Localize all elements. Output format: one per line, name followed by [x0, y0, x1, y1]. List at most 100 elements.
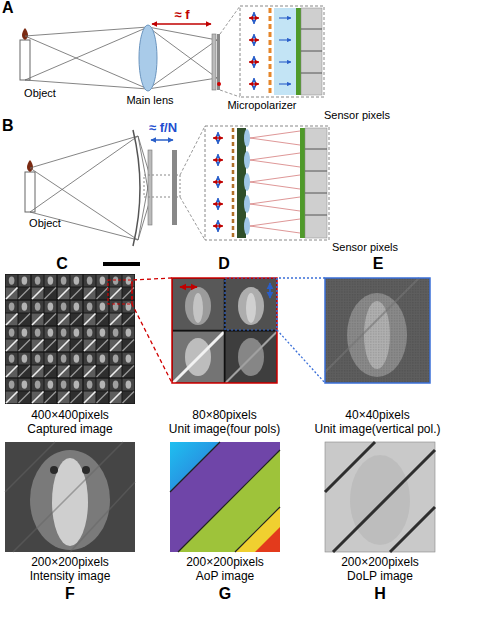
part-b-optics: [148, 150, 152, 225]
part-b-optics: [213, 220, 223, 232]
zoom-connector: [132, 278, 172, 383]
part-b-optics: [244, 129, 250, 147]
caption-text: Unit image(four pols): [142, 422, 307, 436]
part-b-optics: [250, 219, 300, 226]
aop-image: [170, 442, 280, 552]
part-a-optics: [301, 73, 322, 74]
unit-image: [226, 332, 277, 383]
part-b-optics: [30, 136, 150, 200]
unit-image: [246, 293, 256, 323]
scale-bar: [103, 262, 140, 266]
unit-image: [180, 286, 197, 288]
part-b-optics: [25, 172, 35, 212]
caption-text: 200×200pixels: [295, 555, 465, 569]
unit-image: [269, 283, 271, 298]
part-b-optics: [232, 128, 235, 238]
part-b-optics: [250, 160, 300, 167]
part-b-optics: [27, 160, 33, 172]
panel-letter: A: [2, 0, 14, 16]
dolp-image: [325, 442, 435, 552]
part-a-optics: [25, 27, 217, 89]
caption-text: 80×80pixels: [142, 408, 307, 422]
image-panel: 80×80pixelsUnit image(four pols): [172, 278, 277, 436]
part-b-optics: [305, 149, 327, 215]
part-a-optics: [25, 40, 217, 89]
caption-text: 200×200pixels: [0, 555, 165, 569]
image-panel: 200×200pixelsIntensity image: [5, 442, 135, 583]
part-b-optics: [305, 215, 327, 216]
part-a-optics: [249, 12, 259, 24]
part-b-optics: [250, 197, 300, 204]
part-a-optics: [217, 82, 221, 86]
intensity-image: [13, 442, 123, 552]
caption-text: 40×40pixels: [295, 408, 460, 422]
vertical-pol-image: [325, 278, 430, 383]
part-a-optics: [279, 83, 291, 84]
part-b-optics: [300, 128, 305, 238]
part-label: Micropolarizer: [227, 100, 296, 111]
intensity-image: [5, 442, 135, 552]
caption-text: Unit image(vertical pol.): [295, 422, 460, 436]
part-a-optics: [220, 6, 240, 34]
part-a-optics: [212, 34, 216, 90]
part-a-optics: [249, 78, 259, 90]
object-label: Object: [29, 218, 61, 229]
part-b-optics: [213, 176, 223, 188]
part-b-optics: [30, 176, 150, 240]
part-a-optics: [22, 28, 28, 40]
part-b-optics: [25, 126, 329, 246]
unit-image: [173, 279, 224, 330]
part-b-optics: [250, 153, 300, 160]
aop-image: [170, 442, 280, 552]
vertical-pol-image: [325, 278, 430, 383]
part-a-optics: [217, 34, 220, 90]
captured-image: [5, 262, 140, 404]
part-b-optics: [305, 128, 327, 238]
part-a-optics: [296, 8, 301, 95]
part-a-optics: [301, 8, 322, 95]
aop-image: [170, 442, 280, 552]
dolp-image: [333, 450, 435, 552]
zoom-box: [108, 280, 132, 304]
unit-image: [172, 278, 277, 383]
caption-text: AoP image: [140, 569, 310, 583]
part-a-optics: [25, 27, 217, 80]
part-a-optics: [279, 18, 291, 84]
aop-image: [170, 442, 220, 492]
part-b-optics: [250, 131, 300, 138]
aop-image: [235, 507, 280, 552]
part-a-optics: [249, 56, 259, 68]
part-b-optics: [250, 138, 300, 145]
part-b-optics: [305, 171, 327, 172]
part-a-optics: [20, 6, 324, 97]
caption-text: Captured image: [0, 422, 165, 436]
part-b-optics: [244, 129, 250, 235]
part-a-optics: [220, 90, 240, 97]
image-panel: 400×400pixelsCaptured image: [5, 274, 135, 436]
aop-image: [170, 442, 220, 492]
part-b-optics: [244, 151, 250, 169]
part-b-optics: [213, 154, 223, 166]
unit-image: [226, 279, 277, 330]
dolp-image: [325, 442, 435, 552]
panel-letter: C: [56, 256, 68, 272]
part-b-optics: [244, 217, 250, 235]
part-a-optics: [279, 39, 291, 40]
part-b-optics: [250, 131, 300, 233]
vertical-pol-image: [325, 278, 430, 383]
dolp-image: [350, 455, 410, 545]
part-a-optics: [152, 23, 211, 25]
part-b-optics: [205, 126, 329, 240]
part-b-optics: [305, 193, 327, 194]
dolp-image: [390, 507, 435, 552]
caption-text: 200×200pixels: [140, 555, 310, 569]
intensity-image: [30, 450, 110, 550]
panel-letter: E: [373, 256, 384, 272]
unit-image: [173, 332, 224, 383]
caption-text: 400×400pixels: [0, 408, 165, 422]
aop-image: [178, 450, 280, 552]
captured-image: [5, 274, 135, 404]
part-a-optics: [240, 6, 324, 97]
image-panel: 200×200pixelsAoP image: [170, 442, 280, 583]
